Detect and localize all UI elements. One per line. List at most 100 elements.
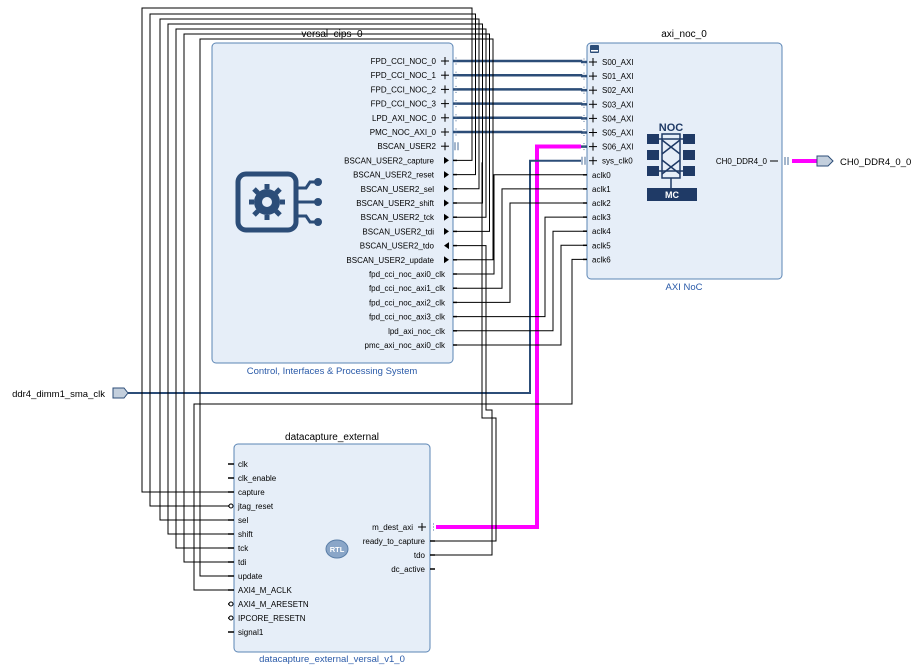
cips-port-pmc-axi-noc-axi0-clk[interactable]: pmc_axi_noc_axi0_clk [365, 341, 458, 350]
cips-port-bscan-user2-shift[interactable]: BSCAN_USER2_shift [356, 199, 457, 208]
highlighted-axi-bus-wire[interactable] [436, 144, 581, 529]
noc-port-s00-axi[interactable]: S00_AXI [581, 58, 634, 67]
dc-port-update[interactable]: update [228, 572, 263, 581]
cips-port-expand-icon[interactable] [441, 99, 449, 108]
noc-port-expand-icon[interactable] [589, 114, 597, 123]
dc-port-dc-active[interactable]: dc_active [391, 565, 435, 574]
output-port-arrow-icon[interactable] [816, 155, 834, 167]
noc-port-expand-icon[interactable] [589, 86, 597, 95]
dc-port-sel[interactable]: sel [228, 516, 248, 525]
cips-port-bscan-user2-reset[interactable]: BSCAN_USER2_reset [353, 171, 457, 180]
dc-port-expand-icon[interactable] [418, 523, 426, 531]
axi-bus-wire[interactable] [459, 73, 583, 77]
cips-port-lpd-axi-noc-clk[interactable]: lpd_axi_noc_clk [388, 327, 457, 336]
datacapture-block[interactable]: datacapture_external datacapture_externa… [228, 432, 435, 665]
noc-port-aclk0[interactable]: aclk0 [583, 171, 611, 180]
cips-port-bscan-user2-sel[interactable]: BSCAN_USER2_sel [361, 185, 457, 194]
axi-bus-wire[interactable] [459, 130, 583, 134]
noc-port-s06-axi[interactable]: S06_AXI [581, 142, 634, 152]
sys-clk-wire[interactable] [128, 159, 581, 394]
noc-body[interactable] [586, 42, 783, 280]
dc-title[interactable]: datacapture_external [285, 432, 379, 443]
dc-port-tck[interactable]: tck [228, 544, 249, 553]
tdo-wire[interactable] [435, 245, 493, 556]
clock-wire[interactable] [193, 258, 583, 591]
noc-port-aclk4[interactable]: aclk4 [583, 227, 611, 236]
noc-port-aclk2[interactable]: aclk2 [583, 199, 611, 208]
dc-port-axi4-m-aresetn[interactable]: AXI4_M_ARESETN [228, 600, 309, 609]
dc-port-clk[interactable]: clk [228, 460, 249, 469]
noc-port-aclk3[interactable]: aclk3 [583, 213, 611, 222]
noc-port-s05-axi[interactable]: S05_AXI [581, 128, 634, 138]
cips-port-fpd-cci-noc-1[interactable]: FPD_CCI_NOC_1 [371, 71, 459, 80]
dc-port-clk-enable[interactable]: clk_enable [228, 474, 277, 483]
dc-port-signal1[interactable]: signal1 [228, 628, 264, 637]
cips-port-lpd-axi-noc-0[interactable]: LPD_AXI_NOC_0 [372, 113, 459, 123]
axi-bus-wire[interactable] [459, 116, 583, 120]
cips-port-fpd-cci-noc-0[interactable]: FPD_CCI_NOC_0 [371, 57, 459, 66]
cips-port-bscan-user2-tdi[interactable]: BSCAN_USER2_tdi [362, 227, 457, 236]
noc-port-expand-icon[interactable] [589, 156, 597, 165]
cips-port-fpd-cci-noc-3[interactable]: FPD_CCI_NOC_3 [371, 99, 459, 109]
cips-port-bscan-user2-capture[interactable]: BSCAN_USER2_capture [344, 156, 457, 165]
cips-port-pmc-noc-axi-0[interactable]: PMC_NOC_AXI_0 [370, 128, 459, 137]
noc-port-s01-axi[interactable]: S01_AXI [581, 72, 634, 81]
noc-port-expand-icon[interactable] [589, 58, 597, 66]
dc-port-capture[interactable]: capture [228, 488, 265, 497]
dc-port-m-dest-axi[interactable]: m_dest_axi [372, 523, 434, 532]
cips-port-fpd-cci-noc-axi0-clk[interactable]: fpd_cci_noc_axi0_clk [369, 270, 457, 279]
noc-port-aclk5[interactable]: aclk5 [583, 241, 611, 250]
cips-port-expand-icon[interactable] [441, 57, 449, 65]
noc-port-s04-axi[interactable]: S04_AXI [581, 114, 634, 123]
clock-wire[interactable] [457, 216, 583, 318]
bscan-wire[interactable] [183, 33, 490, 563]
external-output-port[interactable]: CH0_DDR4_0_0 [816, 155, 911, 168]
cips-port-fpd-cci-noc-axi3-clk[interactable]: fpd_cci_noc_axi3_clk [369, 313, 457, 322]
cips-port-bscan-user2-tck[interactable]: BSCAN_USER2_tck [361, 213, 457, 222]
noc-port-s02-axi[interactable]: S02_AXI [581, 86, 634, 95]
cips-port-bscan-user2[interactable]: BSCAN_USER2 [377, 142, 459, 151]
noc-port-sys-clk0[interactable]: sys_clk0 [581, 156, 633, 166]
cips-port-fpd-cci-noc-2[interactable]: FPD_CCI_NOC_2 [371, 85, 459, 94]
noc-port-expand-icon[interactable] [589, 100, 597, 109]
cips-port-expand-icon[interactable] [441, 128, 449, 136]
noc-port-expand-icon[interactable] [589, 142, 597, 151]
axi-noc-block[interactable]: axi_noc_0 AXI NoC NOC [581, 29, 789, 293]
cips-port-bscan-user2-update[interactable]: BSCAN_USER2_update [346, 256, 457, 265]
dc-port-shift[interactable]: shift [228, 530, 253, 539]
clock-wire[interactable] [457, 174, 583, 275]
block-menu-icon[interactable] [590, 45, 599, 53]
axi-bus-wire[interactable] [459, 102, 583, 105]
cips-port-expand-icon[interactable] [441, 85, 449, 94]
cips-port-bscan-user2-tdo[interactable]: BSCAN_USER2_tdo [360, 242, 457, 251]
dc-port-ipcore-resetn[interactable]: IPCORE_RESETN [228, 614, 306, 623]
cips-port-expand-icon[interactable] [441, 71, 449, 80]
bscan-wire[interactable] [141, 7, 473, 493]
clock-wire[interactable] [457, 230, 583, 332]
bscan-wire[interactable] [159, 18, 480, 521]
cips-title[interactable]: versal_cips_0 [301, 29, 363, 40]
clock-wire[interactable] [457, 244, 583, 346]
dc-port-jtag-reset[interactable]: jtag_reset [228, 502, 274, 511]
axi-bus-wire[interactable] [459, 88, 583, 91]
cips-port-expand-icon[interactable] [441, 113, 449, 122]
bscan-wire[interactable] [167, 23, 483, 535]
cips-port-fpd-cci-noc-axi2-clk[interactable]: fpd_cci_noc_axi2_clk [369, 298, 457, 307]
bscan-wire[interactable] [175, 28, 487, 549]
noc-port-aclk1[interactable]: aclk1 [583, 185, 611, 194]
clock-wire[interactable] [457, 202, 583, 303]
external-input-port[interactable]: ddr4_dimm1_sma_clk [12, 387, 129, 400]
dc-port-ready-to-capture[interactable]: ready_to_capture [363, 537, 435, 546]
versal-cips-block[interactable]: versal_cips_0 Control, Interfaces & Proc… [211, 29, 459, 377]
axi-bus-wire[interactable] [459, 59, 583, 63]
cips-port-fpd-cci-noc-axi1-clk[interactable]: fpd_cci_noc_axi1_clk [369, 284, 457, 293]
dc-port-tdo[interactable]: tdo [414, 551, 435, 560]
clock-wire[interactable] [457, 188, 583, 289]
input-port-arrow-icon[interactable] [112, 387, 129, 399]
bscan-wire[interactable] [199, 38, 494, 577]
bscan-wire[interactable] [149, 13, 476, 507]
ready-wire[interactable] [435, 162, 497, 542]
noc-port-ch0-ddr4-0[interactable]: CH0_DDR4_0 [716, 157, 789, 166]
noc-title[interactable]: axi_noc_0 [661, 29, 707, 40]
